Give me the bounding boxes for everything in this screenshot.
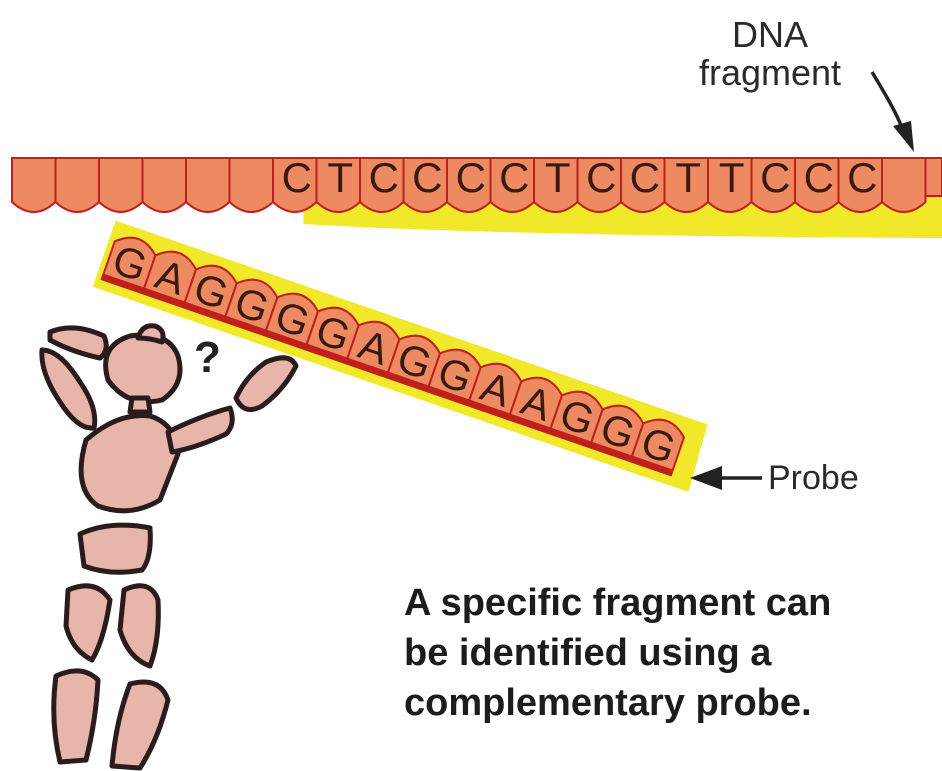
- dna-fragment-label-line2: fragment: [665, 54, 875, 92]
- caption-line2: be identified using a: [404, 628, 942, 678]
- dna-fragment-label-line1: DNA: [665, 16, 875, 54]
- fragment-unit: [143, 158, 187, 212]
- fragment-base: C: [760, 154, 790, 201]
- probe-arrow: [690, 466, 762, 490]
- fragment-base: T: [675, 154, 701, 201]
- probe-label: Probe: [768, 460, 859, 496]
- fragment-unit: [99, 158, 143, 212]
- fragment-unit: [12, 158, 56, 212]
- mannequin-figure: [42, 326, 296, 768]
- fragment-base: C: [499, 154, 529, 201]
- fragment-base: C: [412, 154, 442, 201]
- fragment-base: C: [804, 154, 834, 201]
- fragment-unit: [230, 158, 274, 212]
- fragment-base: C: [456, 154, 486, 201]
- fragment-base: T: [327, 154, 353, 201]
- caption-line1: A specific fragment can: [404, 578, 942, 628]
- fragment-base: C: [847, 154, 877, 201]
- fragment-unit: [882, 158, 926, 212]
- fragment-unit: [186, 158, 230, 212]
- caption-line3: complementary probe.: [404, 678, 942, 728]
- dna-fragment-arrow: [872, 72, 914, 152]
- caption: A specific fragment can be identified us…: [404, 578, 942, 728]
- question-mark: ?: [194, 333, 221, 382]
- fragment-unit: [56, 158, 100, 212]
- fragment-base: T: [545, 154, 571, 201]
- fragment-base: T: [719, 154, 745, 201]
- fragment-base: C: [586, 154, 616, 201]
- fragment-base: C: [282, 154, 312, 201]
- fragment-base: C: [369, 154, 399, 201]
- fragment-base: C: [630, 154, 660, 201]
- dna-fragment-label: DNA fragment: [665, 16, 875, 92]
